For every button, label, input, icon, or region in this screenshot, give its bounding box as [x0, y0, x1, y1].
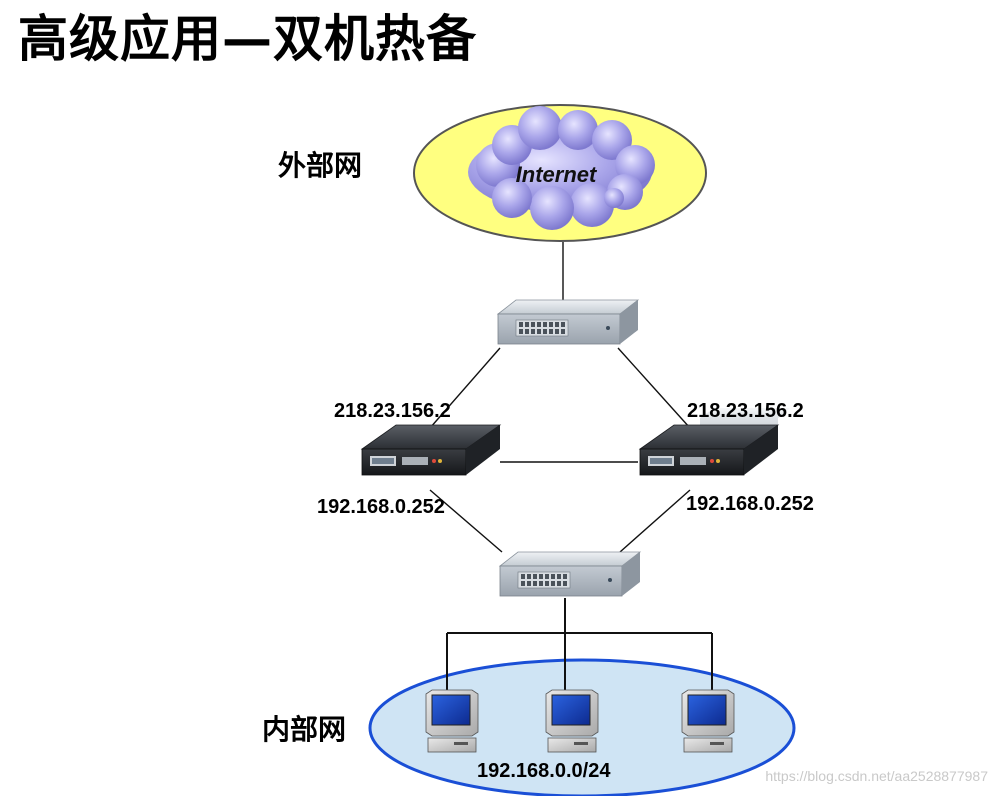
internal-zone-label: 内部网: [262, 713, 347, 746]
page-title: 高级应用—双机热备: [18, 10, 477, 68]
left-firewall-wan-ip: 218.23.156.2: [334, 400, 451, 422]
internet-label: Internet: [516, 162, 598, 187]
left-firewall-icon: [360, 424, 502, 476]
pc-icon-right: [681, 689, 735, 753]
right-firewall-lan-ip: 192.168.0.252: [686, 493, 814, 515]
bottom-switch-icon: [498, 551, 642, 597]
lan-subnet-label: 192.168.0.0/24: [477, 760, 611, 782]
right-firewall-wan-ip: 218.23.156.2: [687, 400, 804, 422]
pc-icon-center: [545, 689, 599, 753]
external-zone-label: 外部网: [278, 149, 363, 182]
right-firewall-icon: [638, 424, 780, 476]
left-firewall-lan-ip: 192.168.0.252: [317, 496, 445, 518]
watermark: https://blog.csdn.net/aa2528877987: [765, 768, 988, 784]
network-links: [429, 242, 691, 553]
pc-icon-left: [425, 689, 479, 753]
top-switch-icon: [496, 299, 640, 345]
internet-cloud: [468, 106, 655, 230]
lan-bus: [446, 598, 713, 705]
